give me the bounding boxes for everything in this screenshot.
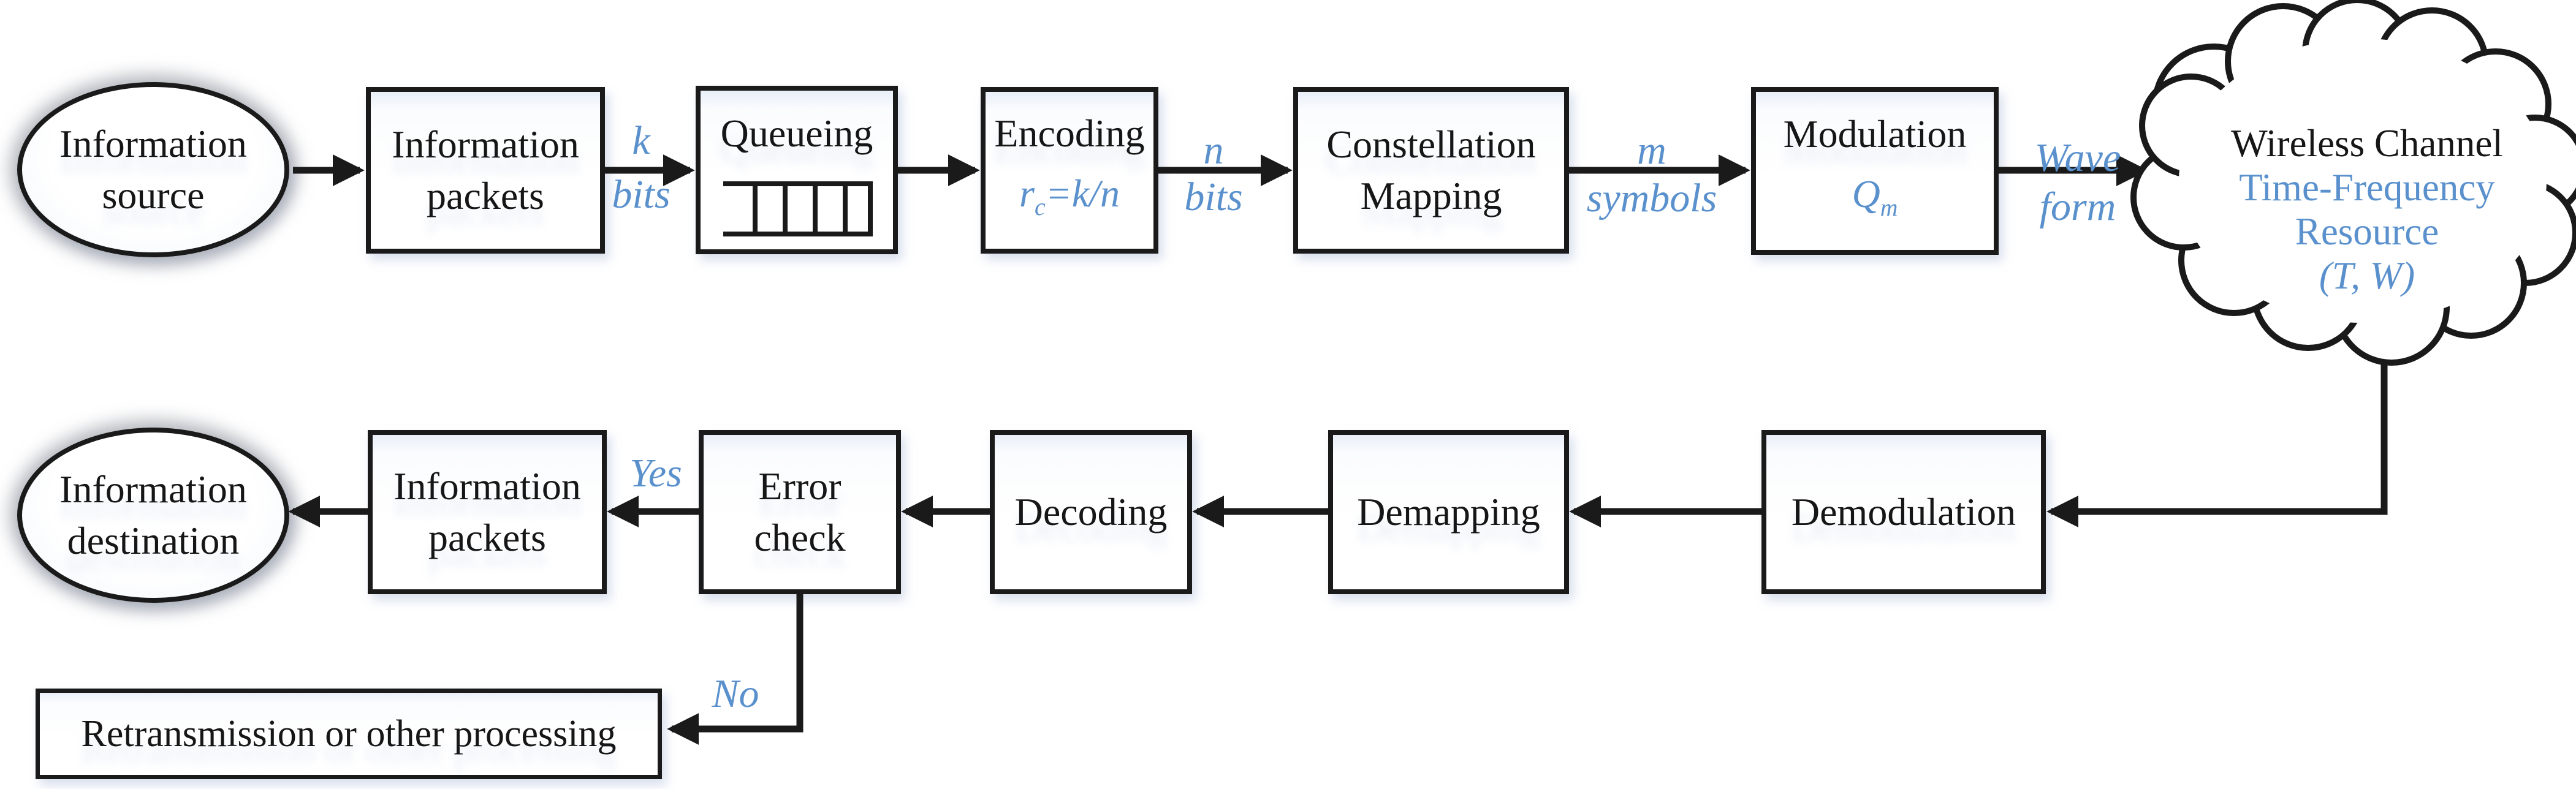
code-rate-formula: rc=k/n bbox=[1019, 172, 1120, 221]
constellation-label-line2: Mapping bbox=[1360, 174, 1502, 217]
decoding-label: Decoding bbox=[1014, 490, 1168, 534]
demapping-label: Demapping bbox=[1357, 490, 1540, 534]
edge-label-yes: Yes bbox=[629, 451, 682, 496]
node-information-source: Information source bbox=[17, 82, 289, 257]
node-constellation-mapping: Constellation Mapping bbox=[1293, 87, 1569, 254]
edge-label-k: k bbox=[632, 118, 650, 163]
destination-label-line2: destination bbox=[67, 519, 240, 562]
edge-label-n: n bbox=[1203, 128, 1224, 173]
node-retransmission: Retransmission or other processing bbox=[36, 689, 662, 779]
edge-label-n-bits: bits bbox=[1184, 175, 1243, 219]
retransmission-label: Retransmission or other processing bbox=[81, 713, 617, 755]
information-source-label-line1: Information bbox=[59, 122, 247, 165]
packets-bottom-label-line1: Information bbox=[393, 464, 581, 508]
modulation-label: Modulation bbox=[1783, 112, 1967, 156]
edge-label-wave: Wave bbox=[2034, 135, 2121, 180]
node-encoding: Encoding rc=k/n bbox=[981, 87, 1158, 254]
edge-label-no: No bbox=[712, 671, 759, 716]
encoding-label: Encoding bbox=[994, 111, 1145, 156]
error-check-label-line2: check bbox=[754, 516, 846, 559]
packets-top-label-line2: packets bbox=[427, 174, 544, 217]
cloud-resource-params: (T, W) bbox=[2319, 254, 2415, 297]
node-demapping: Demapping bbox=[1328, 430, 1569, 594]
node-queueing: Queueing bbox=[696, 86, 898, 254]
destination-label-line1: Information bbox=[59, 467, 247, 511]
wireless-channel-cloud-text: Wireless Channel Time-Frequency Resource… bbox=[2152, 121, 2576, 298]
edge-label-m-symbols: symbols bbox=[1586, 176, 1717, 221]
node-information-packets-bottom: Information packets bbox=[368, 430, 607, 594]
edge-label-m: m bbox=[1637, 128, 1666, 173]
error-check-label-line1: Error bbox=[758, 464, 842, 508]
node-demodulation: Demodulation bbox=[1761, 430, 2046, 594]
modulation-order-symbol: Qm bbox=[1852, 172, 1898, 221]
constellation-label-line1: Constellation bbox=[1326, 123, 1536, 166]
demodulation-label: Demodulation bbox=[1791, 490, 2016, 534]
node-decoding: Decoding bbox=[990, 430, 1192, 594]
packets-top-label-line1: Information bbox=[392, 123, 579, 166]
node-error-check: Error check bbox=[699, 430, 901, 594]
node-information-destination: Information destination bbox=[17, 428, 289, 603]
edge-label-form: form bbox=[2039, 184, 2116, 229]
node-modulation: Modulation Qm bbox=[1751, 87, 1999, 255]
cloud-resource-line2: Resource bbox=[2295, 210, 2439, 253]
information-source-label-line2: source bbox=[102, 173, 205, 217]
node-information-packets-top: Information packets bbox=[366, 87, 605, 254]
cloud-title: Wireless Channel bbox=[2231, 122, 2503, 165]
arrow-channel-to-demodulation bbox=[2046, 363, 2388, 527]
packets-bottom-label-line2: packets bbox=[428, 516, 546, 559]
cloud-resource-line1: Time-Frequency bbox=[2239, 166, 2495, 209]
edge-label-k-bits: bits bbox=[612, 172, 671, 217]
queueing-label: Queueing bbox=[720, 111, 873, 155]
